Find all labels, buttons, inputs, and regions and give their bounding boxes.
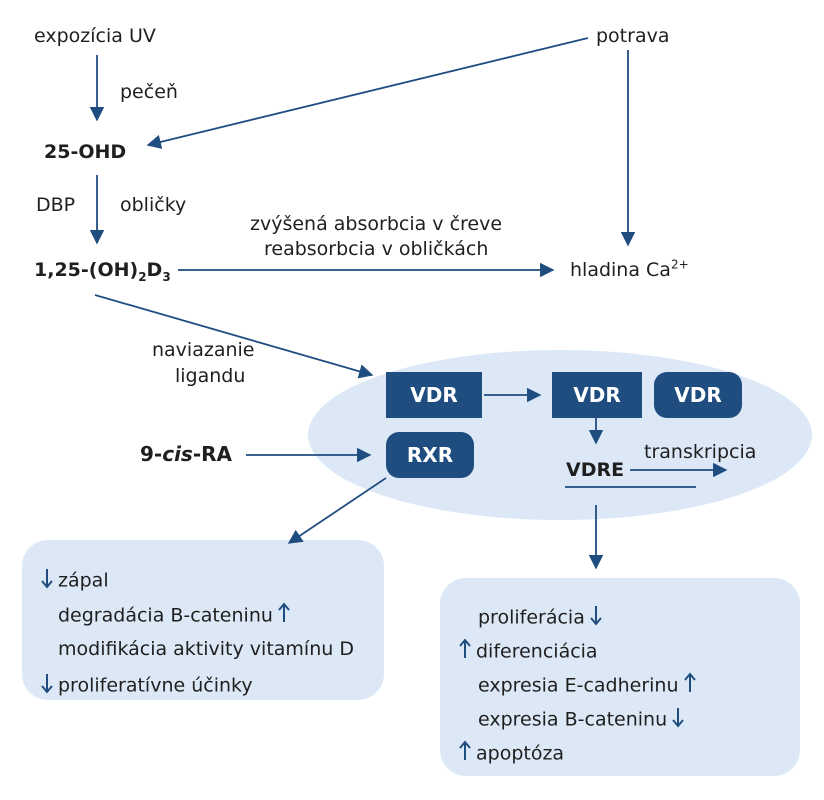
effect-text: apoptóza: [476, 742, 565, 765]
effect-text: expresia E-cadherinu: [478, 674, 679, 697]
up-arrow-icon: [458, 740, 472, 768]
9-cis-ra-suffix: -RA: [192, 442, 233, 466]
effect-item: expresia B-cateninu: [478, 706, 685, 734]
calcium-text: hladina Ca: [570, 259, 671, 281]
25-ohd-label: 25-OHD: [44, 141, 127, 163]
calcium-level-label: hladina Ca2+: [570, 258, 689, 282]
ligand-binding-label-line2: ligandu: [175, 365, 246, 387]
effect-text: diferenciácia: [476, 640, 598, 663]
down-arrow-icon: [40, 672, 54, 700]
up-arrow-icon: [458, 638, 472, 666]
vdre-label: VDRE: [566, 459, 625, 481]
arrow-food-to-25ohd: [146, 37, 589, 149]
effect-item: proliferatívne účinky: [40, 672, 253, 700]
calcitriol-sub-3: 3: [162, 269, 171, 284]
absorption-label-line1: zvýšená absorbcia v čreve: [250, 213, 503, 235]
calcitriol-sub-2: 2: [138, 269, 147, 284]
calcitriol-d: D: [146, 259, 163, 281]
absorption-label-line2: reabsorbcia v obličkách: [264, 238, 489, 260]
right-effects-panel: [440, 578, 800, 776]
effect-text: degradácia B-cateninu: [58, 604, 273, 627]
effect-item: modifikácia aktivity vitamínu D: [58, 637, 354, 661]
calcitriol-main: 1,25-(OH): [34, 259, 139, 281]
9-cis-ra-italic: cis: [162, 442, 193, 466]
dbp-label: DBP: [36, 194, 76, 216]
left-effects-panel: [22, 540, 384, 700]
effect-text: modifikácia aktivity vitamínu D: [58, 638, 354, 660]
ligand-binding-label-line1: naviazanie: [152, 339, 255, 361]
rxr-box: RXR: [386, 432, 474, 478]
effect-text: proliferatívne účinky: [58, 674, 253, 697]
9-cis-ra-prefix: 9-: [140, 442, 163, 466]
effect-text: proliferácia: [478, 606, 585, 629]
uv-exposure-label: expozícia UV: [34, 25, 156, 47]
effect-item: proliferácia: [478, 604, 603, 632]
effect-text: expresia B-cateninu: [478, 708, 668, 731]
liver-label: pečeň: [120, 81, 178, 103]
9-cis-ra-label: 9-cis-RA: [140, 442, 232, 466]
arrow-rxr-to-left-effects: [287, 477, 387, 544]
effect-item: zápal: [40, 567, 109, 595]
effect-text: zápal: [58, 569, 109, 592]
arrow-calcitriol-to-vdr: [94, 294, 374, 379]
up-arrow-icon: [683, 672, 697, 700]
effect-item: expresia E-cadherinu: [478, 672, 697, 700]
food-label: potrava: [596, 25, 670, 47]
kidney-label: obličky: [120, 194, 187, 216]
calcium-charge: 2+: [670, 257, 689, 272]
down-arrow-icon: [40, 567, 54, 595]
effect-item: apoptóza: [458, 740, 564, 768]
transcription-label: transkripcia: [644, 441, 757, 463]
effect-item: degradácia B-cateninu: [58, 602, 291, 630]
up-arrow-icon: [277, 602, 291, 630]
vdr-box: VDR: [386, 372, 482, 418]
calcitriol-label: 1,25-(OH)2D3: [34, 258, 171, 284]
down-arrow-icon: [589, 604, 603, 632]
effect-item: diferenciácia: [458, 638, 598, 666]
vdr-box-dimer-1: VDR: [552, 372, 642, 418]
vdr-box-dimer-2: VDR: [654, 372, 742, 418]
down-arrow-icon: [671, 706, 685, 734]
